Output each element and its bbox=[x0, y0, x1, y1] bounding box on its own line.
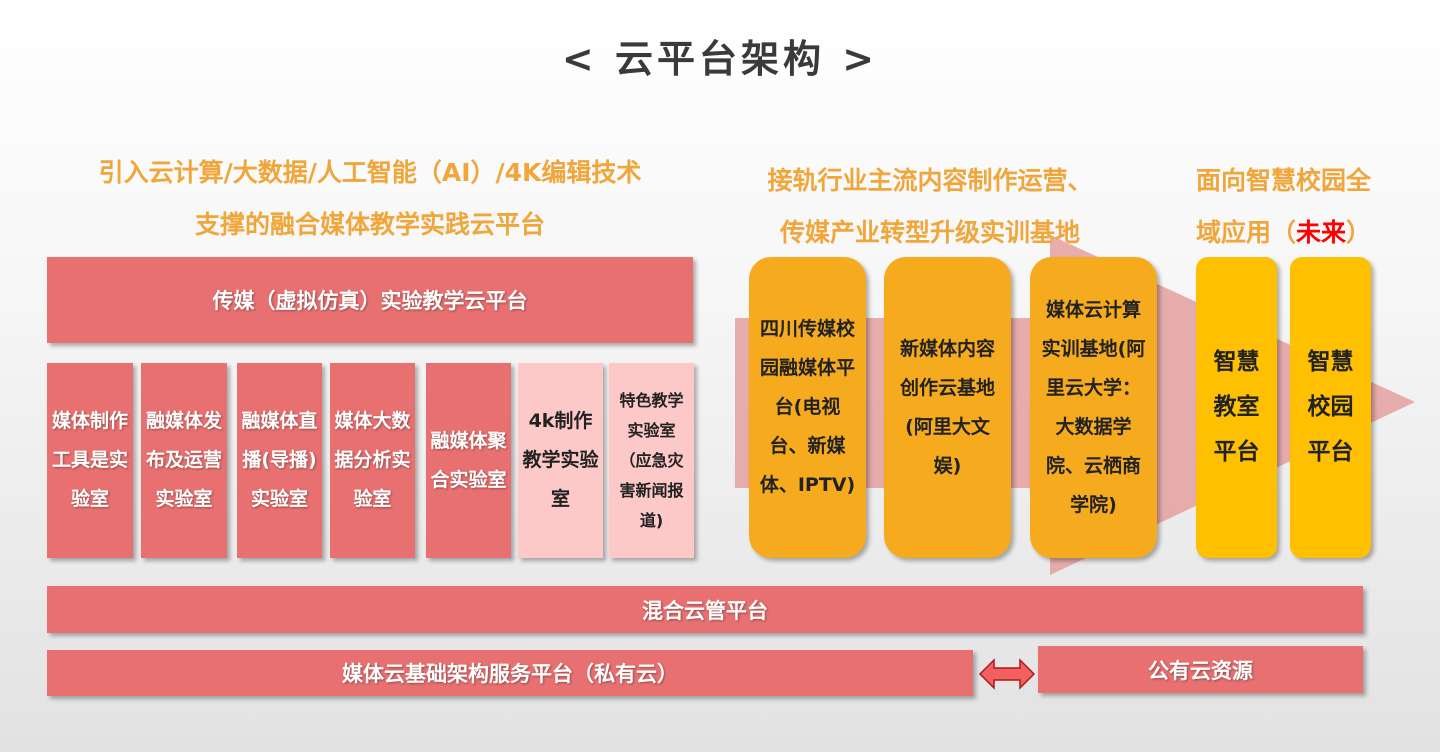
lab-box: 媒体制作工具是实验室 bbox=[47, 363, 133, 558]
base-box: 四川传媒校园融媒体平台(电视台、新媒体、IPTV) bbox=[749, 257, 866, 558]
lab-box: 媒体大数据分析实验室 bbox=[330, 363, 415, 558]
base-box: 媒体云计算实训基地(阿里云大学：大数据学院、云栖商学院) bbox=[1030, 257, 1157, 558]
future-box: 智慧校园平台 bbox=[1290, 257, 1371, 558]
left-heading: 引入云计算/大数据/人工智能（AI）/4K编辑技术 支撑的融合媒体教学实践云平台 bbox=[40, 147, 700, 251]
public-cloud-resources: 公有云资源 bbox=[1038, 646, 1363, 693]
top-platform: 传媒（虚拟仿真）实验教学云平台 bbox=[47, 257, 693, 343]
future-box: 智慧教室平台 bbox=[1196, 257, 1277, 558]
left-heading-line2: 支撑的融合媒体教学实践云平台 bbox=[194, 210, 545, 239]
middle-heading-line1: 接轨行业主流内容制作运营、 bbox=[767, 166, 1093, 195]
lab-box: 特色教学实验室（应急灾害新闻报道) bbox=[609, 363, 694, 558]
left-heading-line1: 引入云计算/大数据/人工智能（AI）/4K编辑技术 bbox=[98, 158, 642, 187]
lab-box: 4k制作教学实验室 bbox=[518, 363, 603, 558]
right-heading: 面向智慧校园全 域应用（未来） bbox=[1196, 155, 1406, 259]
lab-box: 融媒体聚合实验室 bbox=[426, 363, 511, 558]
page-title: < 云平台架构 > bbox=[561, 37, 879, 81]
right-heading-line1: 面向智慧校园全 bbox=[1196, 166, 1372, 195]
future-highlight: 未来 bbox=[1296, 218, 1347, 247]
lab-box: 融媒体直播(导播)实验室 bbox=[237, 363, 322, 558]
right-heading-suffix: ） bbox=[1346, 218, 1372, 247]
double-arrow-icon bbox=[978, 658, 1036, 690]
hybrid-cloud-platform: 混合云管平台 bbox=[47, 586, 1363, 633]
private-cloud-platform: 媒体云基础架构服务平台（私有云） bbox=[47, 650, 973, 696]
lab-box: 融媒体发布及运营实验室 bbox=[141, 363, 227, 558]
right-heading-prefix: 域应用（ bbox=[1196, 218, 1297, 247]
middle-heading-line2: 传媒产业转型升级实训基地 bbox=[779, 218, 1080, 247]
middle-heading: 接轨行业主流内容制作运营、 传媒产业转型升级实训基地 bbox=[730, 155, 1130, 259]
base-box: 新媒体内容创作云基地(阿里大文娱) bbox=[884, 257, 1011, 558]
